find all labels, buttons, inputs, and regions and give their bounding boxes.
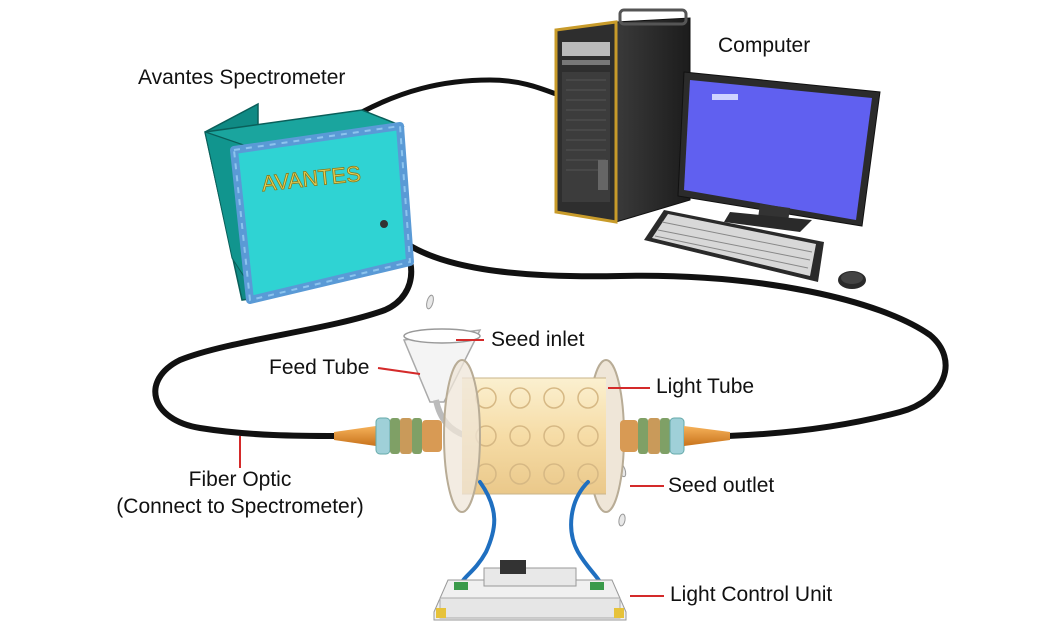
- light-tube: [443, 359, 625, 513]
- leader-lines: [239, 339, 664, 597]
- light-tube-label: Light Tube: [656, 375, 755, 398]
- mouse: [838, 271, 866, 289]
- computer-tower: [554, 8, 691, 224]
- feed-tube-leader: [377, 367, 421, 375]
- right-fiber-connector: [620, 417, 730, 455]
- fiber-optic-cable-left: [152, 225, 415, 439]
- left-fiber-connector: [334, 417, 442, 455]
- spectrometer-computer-cable: [359, 77, 559, 115]
- fiber-optic-cable-right: [389, 229, 949, 439]
- fiber-optic-label-line1: Fiber Optic: [188, 468, 292, 491]
- seed-inlet-label: Seed inlet: [491, 328, 585, 351]
- fiber-optic-label: Fiber Optic (Connect to Spectrometer): [100, 466, 380, 520]
- light-control-unit-label: Light Control Unit: [670, 583, 833, 606]
- feed-tube-label: Feed Tube: [269, 356, 370, 379]
- fiber-optic-label-line2: (Connect to Spectrometer): [116, 495, 364, 518]
- computer-monitor: [677, 71, 881, 232]
- spectrometer-label: Avantes Spectrometer: [138, 66, 346, 89]
- seed-outlet-label: Seed outlet: [668, 474, 775, 497]
- light-control-unit: [433, 560, 627, 621]
- avantes-spectrometer: AVANTES: [204, 102, 414, 304]
- control-wires: [460, 480, 602, 584]
- keyboard: [644, 210, 824, 282]
- computer-label: Computer: [718, 34, 811, 57]
- fiber-port-icon: [380, 220, 388, 228]
